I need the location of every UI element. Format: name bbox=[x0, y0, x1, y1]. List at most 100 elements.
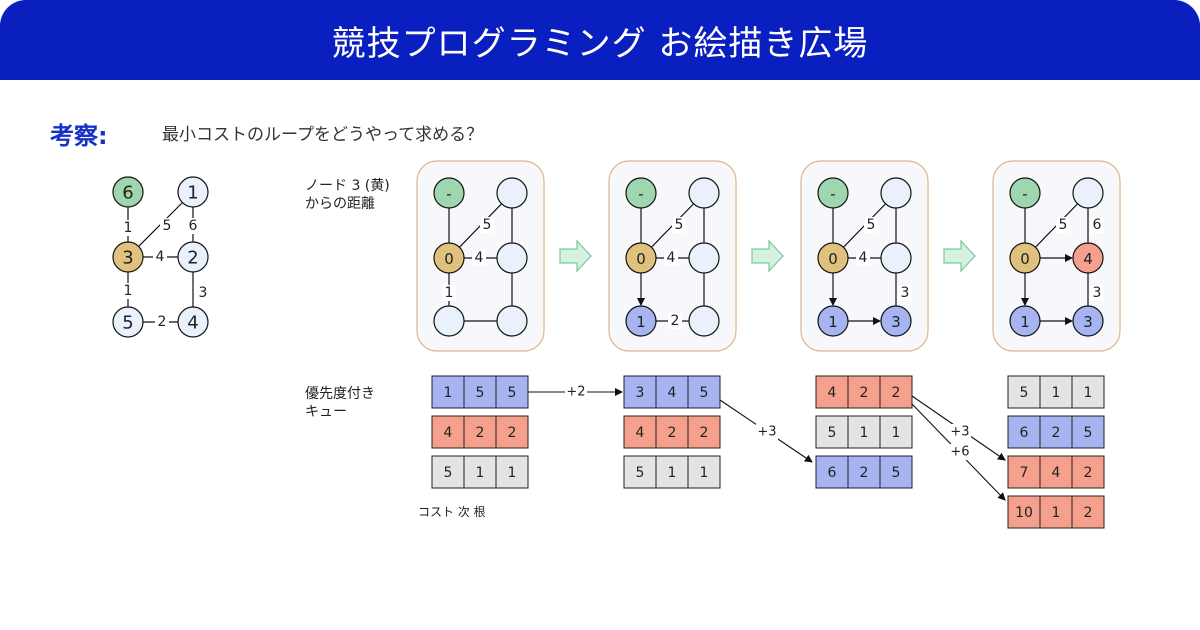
queue-cell-value: 2 bbox=[860, 385, 869, 401]
queue-cell-value: 10 bbox=[1015, 505, 1033, 521]
node-distance-label: 1 bbox=[828, 313, 838, 331]
graph-node bbox=[688, 177, 720, 209]
label-bg bbox=[121, 220, 135, 236]
queue-cell bbox=[495, 415, 529, 449]
queue-cell bbox=[687, 455, 721, 489]
edge-weight-label: 3 bbox=[199, 285, 208, 301]
queue-cell-value: 2 bbox=[860, 465, 869, 481]
label-bg bbox=[442, 285, 456, 301]
graph-node bbox=[817, 177, 849, 209]
queue-cell bbox=[815, 455, 849, 489]
node-label: 3 bbox=[122, 248, 133, 269]
edge-weight-label: 5 bbox=[675, 217, 684, 233]
header-title: 競技プログラミング お絵描き広場 bbox=[331, 23, 869, 64]
queue-cell bbox=[1039, 415, 1073, 449]
node-distance-label: - bbox=[446, 185, 451, 203]
queue-cell bbox=[431, 375, 465, 409]
queue-cell-value: 4 bbox=[636, 425, 645, 441]
label-bg bbox=[565, 384, 587, 400]
graph-node bbox=[688, 305, 720, 337]
edge-weight-label: 4 bbox=[667, 250, 676, 266]
node-distance-label: 0 bbox=[636, 250, 646, 268]
queue-cell-value: 2 bbox=[1084, 465, 1093, 481]
queue-cell-value: 4 bbox=[828, 385, 837, 401]
queue-cell-value: 2 bbox=[700, 425, 709, 441]
queue-cell bbox=[1007, 415, 1041, 449]
queue-cell bbox=[687, 375, 721, 409]
queue-cell-value: 4 bbox=[1052, 465, 1061, 481]
queue-cell-value: 6 bbox=[1020, 425, 1029, 441]
queue-cell bbox=[1007, 495, 1041, 529]
graph-node bbox=[880, 177, 912, 209]
graph-node bbox=[112, 176, 144, 208]
transition-label: +3 bbox=[950, 425, 969, 440]
graph-node bbox=[433, 305, 465, 337]
queue-cell-value: 5 bbox=[1020, 385, 1029, 401]
queue-cell-value: 2 bbox=[1084, 505, 1093, 521]
graph-node bbox=[1072, 242, 1104, 274]
queue-cell bbox=[815, 375, 849, 409]
label-bg bbox=[756, 424, 778, 440]
label-bg bbox=[898, 285, 912, 301]
queue-cell-value: 5 bbox=[508, 385, 517, 401]
graph-node bbox=[1009, 305, 1041, 337]
edge-weight-label: 6 bbox=[1093, 217, 1102, 233]
queue-cell-value: 2 bbox=[1052, 425, 1061, 441]
node-label: 5 bbox=[122, 313, 133, 334]
graph-node bbox=[496, 305, 528, 337]
queue-cell-value: 1 bbox=[668, 465, 677, 481]
queue-cell-value: 1 bbox=[860, 425, 869, 441]
graph-node bbox=[625, 177, 657, 209]
graph-node bbox=[496, 177, 528, 209]
queue-cell bbox=[815, 415, 849, 449]
step-panel: 542-01 bbox=[608, 160, 737, 352]
queue-cell-value: 7 bbox=[1020, 465, 1029, 481]
queue-cell bbox=[463, 415, 497, 449]
label-bg bbox=[864, 217, 878, 233]
graph-node bbox=[177, 241, 209, 273]
graph-node bbox=[817, 305, 849, 337]
queue-cell bbox=[623, 375, 657, 409]
queue-cell bbox=[1039, 375, 1073, 409]
label-bg bbox=[472, 250, 486, 266]
node-label: 6 bbox=[122, 183, 133, 204]
label-bg bbox=[1056, 217, 1070, 233]
queue-cell bbox=[431, 455, 465, 489]
edge-weight-label: 5 bbox=[1059, 217, 1068, 233]
graph-node bbox=[496, 242, 528, 274]
queue-cell bbox=[847, 455, 881, 489]
queue-entry: 7 4 2 bbox=[1007, 455, 1105, 489]
queue-cell-value: 2 bbox=[476, 425, 485, 441]
queue-cell-value: 1 bbox=[476, 465, 485, 481]
label-bg bbox=[121, 283, 135, 299]
queue-cell-value: 1 bbox=[508, 465, 517, 481]
graph-node bbox=[625, 305, 657, 337]
step-arrow-icon bbox=[943, 239, 976, 273]
graph-node bbox=[433, 177, 465, 209]
graph-node bbox=[688, 242, 720, 274]
label-bg bbox=[949, 444, 971, 460]
queue-label: 優先度付き bbox=[305, 386, 375, 402]
label-bg bbox=[480, 217, 494, 233]
label-bg bbox=[949, 424, 971, 440]
edge-weight-label: 2 bbox=[671, 313, 680, 329]
graph-node bbox=[1072, 177, 1104, 209]
label-bg bbox=[668, 313, 682, 329]
node-distance-label: 4 bbox=[1083, 250, 1093, 268]
edge-weight-label: 3 bbox=[1093, 285, 1102, 301]
queue-cell bbox=[847, 415, 881, 449]
label-bg bbox=[186, 218, 200, 234]
queue-cell-value: 5 bbox=[892, 465, 901, 481]
node-distance-label: 0 bbox=[828, 250, 838, 268]
node-distance-label: 1 bbox=[1020, 313, 1030, 331]
queue-cell bbox=[495, 455, 529, 489]
